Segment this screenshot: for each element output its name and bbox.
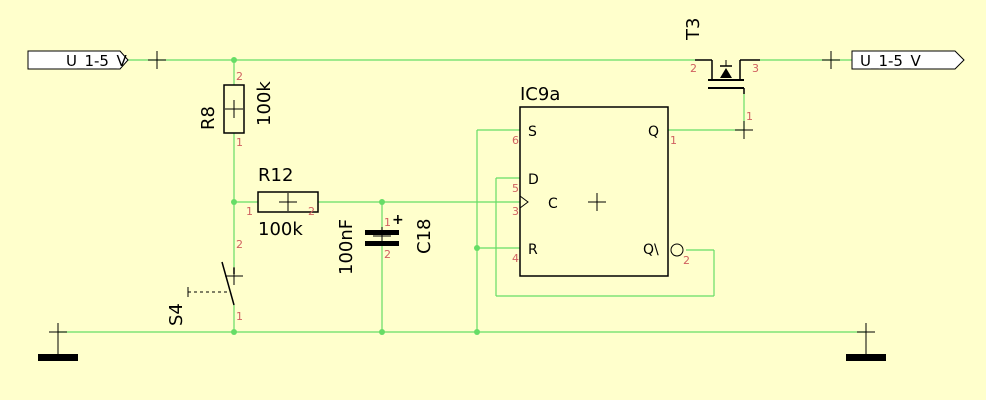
ic9a-pin-s: 6 bbox=[512, 134, 519, 147]
ic9a-ref: IC9a bbox=[520, 84, 560, 105]
ic9a-in-r: R bbox=[528, 242, 538, 258]
port-left-label: U_1-5_V bbox=[66, 52, 127, 71]
resistor-r12[interactable]: 1 2 R12 100k bbox=[246, 165, 319, 240]
ic9a-out-q: Q bbox=[648, 124, 659, 140]
ic9a-in-d: D bbox=[528, 172, 539, 188]
t3-pin-2: 2 bbox=[690, 62, 697, 75]
ic9a-out-qn: Q\ bbox=[643, 242, 659, 258]
ic9a-pin-c: 3 bbox=[512, 205, 519, 218]
t3-pin-1: 1 bbox=[746, 110, 753, 123]
c18-polarity: + bbox=[392, 212, 404, 228]
ground-left bbox=[38, 323, 78, 361]
c18-ref: C18 bbox=[414, 219, 435, 254]
ic9a-in-s: S bbox=[528, 124, 537, 140]
c18-value: 100nF bbox=[336, 219, 357, 275]
port-right[interactable]: U_1-5_V bbox=[822, 50, 965, 71]
ic9a-in-c: C bbox=[548, 196, 558, 212]
junction-dots bbox=[231, 57, 480, 335]
ic9a-pin-r: 4 bbox=[512, 252, 519, 265]
r12-pin-2: 2 bbox=[308, 205, 315, 218]
r8-value: 100k bbox=[254, 81, 275, 126]
s4-pin-2: 2 bbox=[236, 238, 243, 251]
transistor-t3[interactable]: T3 2 3 1 bbox=[683, 18, 760, 139]
switch-s4[interactable]: 2 1 S4 bbox=[166, 238, 243, 326]
r8-pin-2: 2 bbox=[236, 70, 243, 83]
s4-ref: S4 bbox=[166, 303, 187, 326]
r8-pin-1: 1 bbox=[236, 136, 243, 149]
wires bbox=[58, 59, 866, 333]
r12-pin-1: 1 bbox=[246, 205, 253, 218]
t3-pin-3: 3 bbox=[752, 62, 759, 75]
c18-pin-2: 2 bbox=[384, 248, 391, 261]
r12-value: 100k bbox=[258, 219, 303, 240]
ic9a-pin-q: 1 bbox=[670, 134, 677, 147]
s4-pin-1: 1 bbox=[236, 310, 243, 323]
ic9a-pin-d: 5 bbox=[512, 182, 519, 195]
t3-ref: T3 bbox=[683, 18, 704, 41]
ground-right bbox=[846, 323, 886, 361]
port-right-label: U_1-5_V bbox=[860, 52, 921, 71]
port-left[interactable]: U_1-5_V bbox=[27, 50, 166, 71]
capacitor-c18[interactable]: 1 2 + 100nF C18 bbox=[336, 212, 435, 275]
flipflop-ic9a[interactable]: IC9a S 6 D 5 C 3 R 4 Q 1 Q\ 2 bbox=[512, 84, 690, 277]
r8-ref: R8 bbox=[198, 106, 219, 130]
ic9a-pin-qn: 2 bbox=[683, 254, 690, 267]
resistor-r8[interactable]: 2 1 R8 100k bbox=[198, 70, 275, 149]
c18-pin-1: 1 bbox=[384, 216, 391, 229]
r12-ref: R12 bbox=[258, 165, 293, 186]
